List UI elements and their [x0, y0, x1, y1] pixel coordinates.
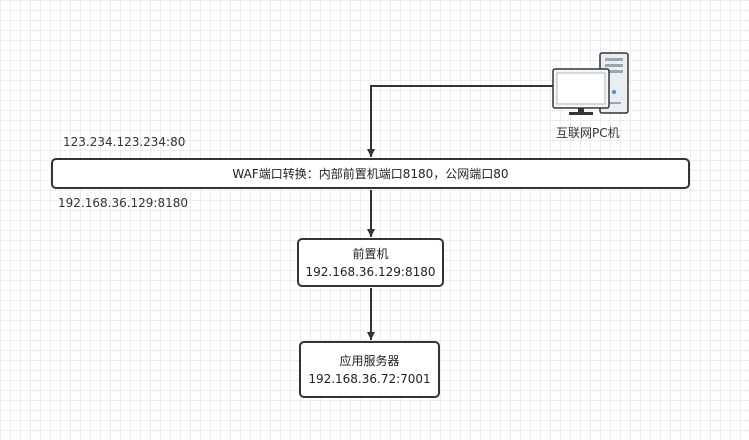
public-address-label: 123.234.123.234:80 [63, 135, 186, 149]
app-server-address: 192.168.36.72:7001 [308, 371, 431, 386]
edge-pc-to-waf [367, 85, 553, 157]
front-server-address: 192.168.36.129:8180 [305, 264, 436, 279]
desktop-computer-icon[interactable] [551, 52, 631, 116]
front-server-node[interactable]: 前置机 192.168.36.129:8180 [297, 238, 444, 287]
app-server-name: 应用服务器 [339, 353, 400, 368]
waf-node[interactable]: WAF端口转换：内部前置机端口8180，公网端口80 [51, 158, 690, 189]
front-server-name: 前置机 [352, 246, 389, 261]
internal-address-label: 192.168.36.129:8180 [58, 196, 189, 210]
waf-node-label: WAF端口转换：内部前置机端口8180，公网端口80 [232, 166, 509, 181]
app-server-node[interactable]: 应用服务器 192.168.36.72:7001 [299, 341, 440, 398]
internet-pc-label: 互联网PC机 [556, 126, 620, 140]
